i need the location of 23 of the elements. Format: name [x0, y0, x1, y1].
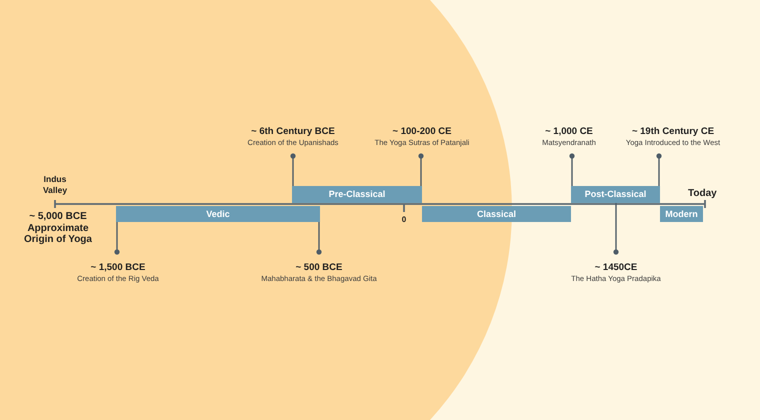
era-bar: Pre-Classical: [292, 186, 422, 203]
event-date: ~ 1450CE: [594, 262, 638, 274]
leader-line: [316, 222, 322, 255]
era-bar: Modern: [660, 206, 703, 222]
event-date: ~ 6th Century BCE: [251, 126, 335, 138]
era-bar: Vedic: [116, 206, 320, 222]
event-date: ~ 500 BCE: [296, 262, 342, 274]
event-date: ~ 1,500 BCE: [90, 262, 146, 274]
leader-line: [290, 153, 296, 186]
region-label: Indus Valley: [42, 174, 68, 196]
leader-line: [418, 153, 424, 186]
leader-line: [656, 153, 662, 186]
leader-line: [569, 153, 575, 186]
leader-line: [613, 203, 619, 255]
leader-line: [114, 222, 120, 255]
tick-label: 0: [400, 215, 408, 225]
end-label: Today: [688, 187, 717, 200]
event-date: ~ 100-200 CE: [392, 126, 452, 138]
start-label: ~ 5,000 BCE Approximate Origin of Yoga: [23, 211, 93, 246]
event-date: ~ 1,000 CE: [545, 126, 593, 138]
era-bar: Post-Classical: [571, 186, 660, 203]
event-date: ~ 19th Century CE: [632, 126, 714, 138]
era-bar: Classical: [422, 206, 571, 222]
